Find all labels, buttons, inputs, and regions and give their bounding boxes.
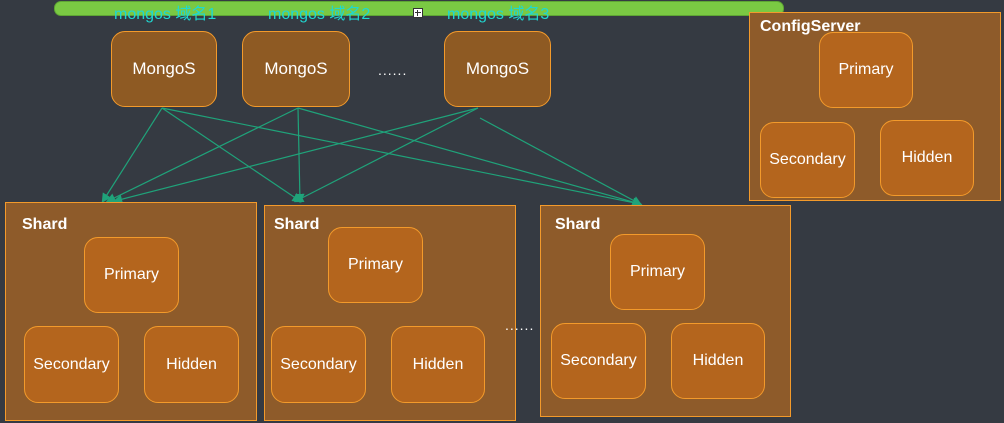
connector-1-2 [161,107,302,203]
shard-title-2: Shard [274,216,320,233]
connector-3-3 [479,117,643,206]
resize-handle-icon[interactable] [413,8,423,18]
shard2-secondary-node[interactable]: Secondary [271,326,366,403]
connector-3-1 [112,107,479,204]
connector-2-3 [297,107,643,207]
shard3-secondary-node[interactable]: Secondary [551,323,646,399]
connector-2-1 [105,107,299,203]
mongos-node-2[interactable]: MongoS [242,31,350,107]
connector-1-3 [161,107,643,208]
shard-title-3: Shard [555,216,601,233]
connector-3-2 [293,107,479,203]
config-server-title: ConfigServer [760,18,861,35]
mongos-ellipsis: ...... [378,62,408,78]
shard-ellipsis: ...... [505,317,535,333]
shard1-secondary-node[interactable]: Secondary [24,326,119,403]
shard1-hidden-node[interactable]: Hidden [144,326,239,403]
shard3-primary-node[interactable]: Primary [610,234,705,310]
domain-label-1: mongos 域名1 [114,6,217,23]
config-hidden-node[interactable]: Hidden [880,120,974,196]
shard-title-1: Shard [22,216,68,233]
config-primary-node[interactable]: Primary [819,32,913,108]
shard1-primary-node[interactable]: Primary [84,237,179,313]
domain-label-3: mongos 域名3 [447,6,550,23]
connector-1-1 [101,107,163,204]
mongos-node-3[interactable]: MongoS [444,31,551,107]
config-secondary-node[interactable]: Secondary [760,122,855,198]
shard2-hidden-node[interactable]: Hidden [391,326,485,403]
mongos-node-1[interactable]: MongoS [111,31,217,107]
shard2-primary-node[interactable]: Primary [328,227,423,303]
connector-2-2 [295,107,305,204]
domain-label-2: mongos 域名2 [268,6,371,23]
shard3-hidden-node[interactable]: Hidden [671,323,765,399]
